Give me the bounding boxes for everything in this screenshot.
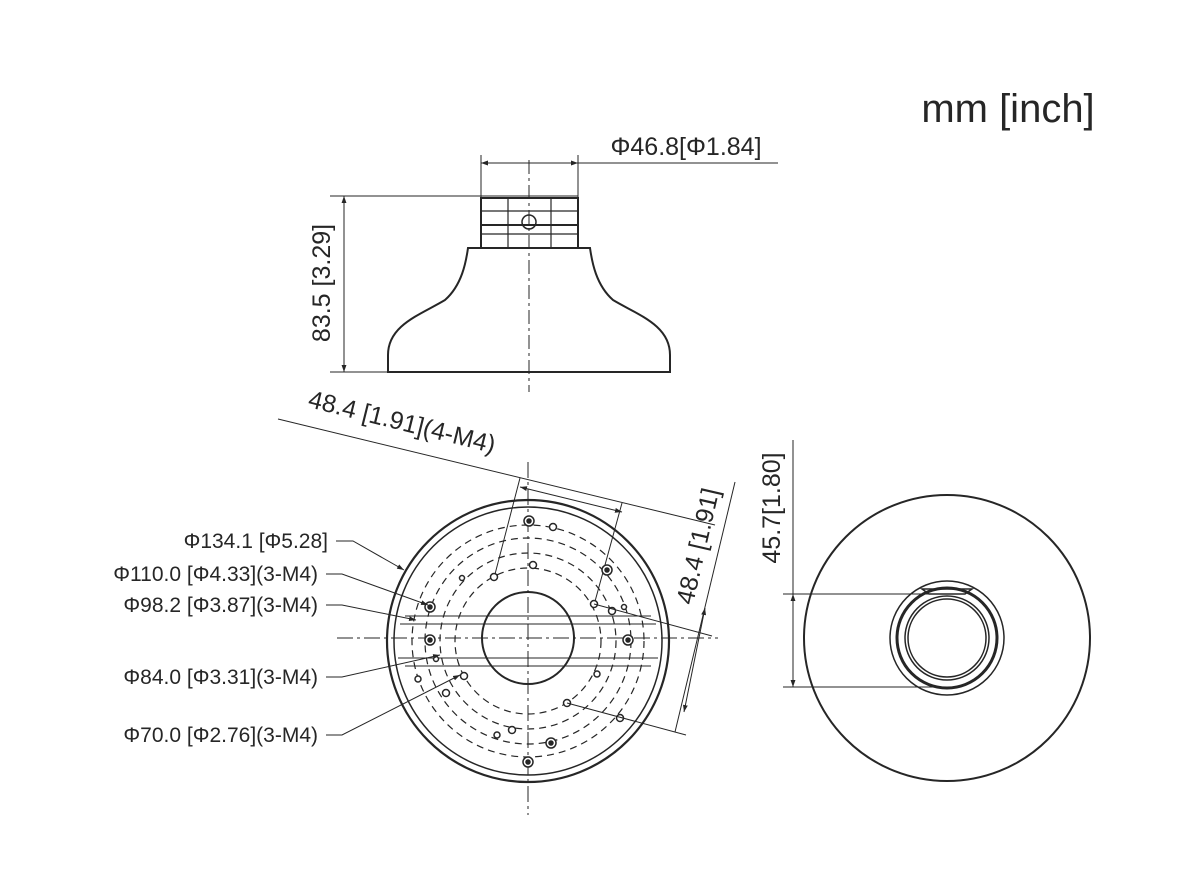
units-label: mm [inch] (921, 87, 1094, 131)
top-view-outer-circle (803, 494, 1091, 782)
opening-height-dimension: 45.7[1.80] (758, 452, 786, 563)
top-view: 45.7[1.80] (758, 440, 1091, 782)
callout-diameter-98: Φ98.2 [Φ3.87](3-M4) (123, 594, 318, 617)
callout-diameter-84: Φ84.0 [Φ3.31](3-M4) (123, 666, 318, 689)
diagonal-spacing-dimension: 48.4 [1.91](4-M4) (306, 385, 499, 459)
callout-diameter-134: Φ134.1 [Φ5.28] (184, 530, 328, 553)
bottom-view: 48.4 [1.91](4-M4) (113, 385, 736, 815)
callout-diameter-110: Φ110.0 [Φ4.33](3-M4) (113, 563, 318, 586)
callout-diameter-70: Φ70.0 [Φ2.76](3-M4) (123, 724, 318, 747)
vertical-spacing-dimension: 48.4 [1.91] (671, 485, 725, 606)
mount-body-outline (387, 247, 671, 373)
diameter-callouts: Φ134.1 [Φ5.28] Φ110.0 [Φ4.33](3-M4) Φ98.… (113, 530, 461, 747)
top-diameter-dimension: Φ46.8[Φ1.84] (610, 133, 761, 161)
height-dimension: 83.5 [3.29] (308, 224, 336, 342)
side-view: Φ46.8[Φ1.84] 83.5 [3.29] (308, 133, 778, 392)
